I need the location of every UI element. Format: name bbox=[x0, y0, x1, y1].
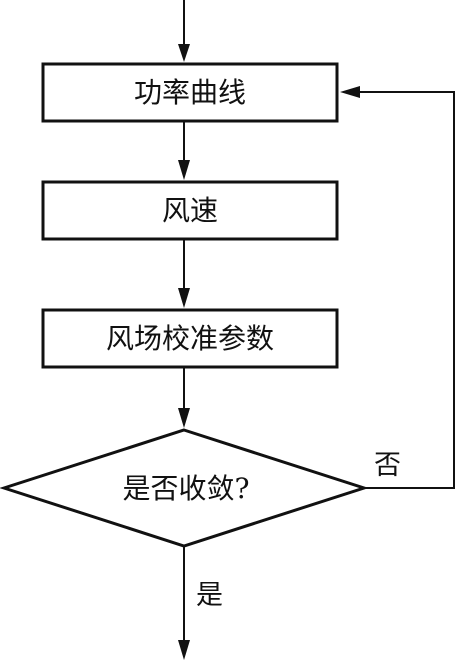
decision-question-label: 是否收敛? bbox=[122, 472, 249, 505]
arrowhead-power-to-speed bbox=[178, 160, 190, 180]
no-branch-arrowhead bbox=[340, 86, 360, 98]
wind-speed-label: 风速 bbox=[162, 194, 218, 227]
calibration-box bbox=[41, 308, 339, 369]
calibration-label: 风场校准参数 bbox=[106, 322, 274, 355]
no-branch-label: 否 bbox=[374, 450, 401, 481]
power-curve-box bbox=[41, 62, 339, 123]
arrowhead-calibration-to-decision bbox=[178, 408, 190, 428]
entry-arrowhead bbox=[178, 44, 190, 62]
yes-exit-arrowhead bbox=[178, 640, 190, 660]
no-branch-loop bbox=[354, 91, 455, 489]
arrowhead-speed-to-calibration bbox=[178, 288, 190, 308]
yes-branch-label: 是 bbox=[196, 580, 223, 611]
power-curve-label: 功率曲线 bbox=[134, 76, 246, 109]
wind-speed-box bbox=[41, 180, 339, 241]
